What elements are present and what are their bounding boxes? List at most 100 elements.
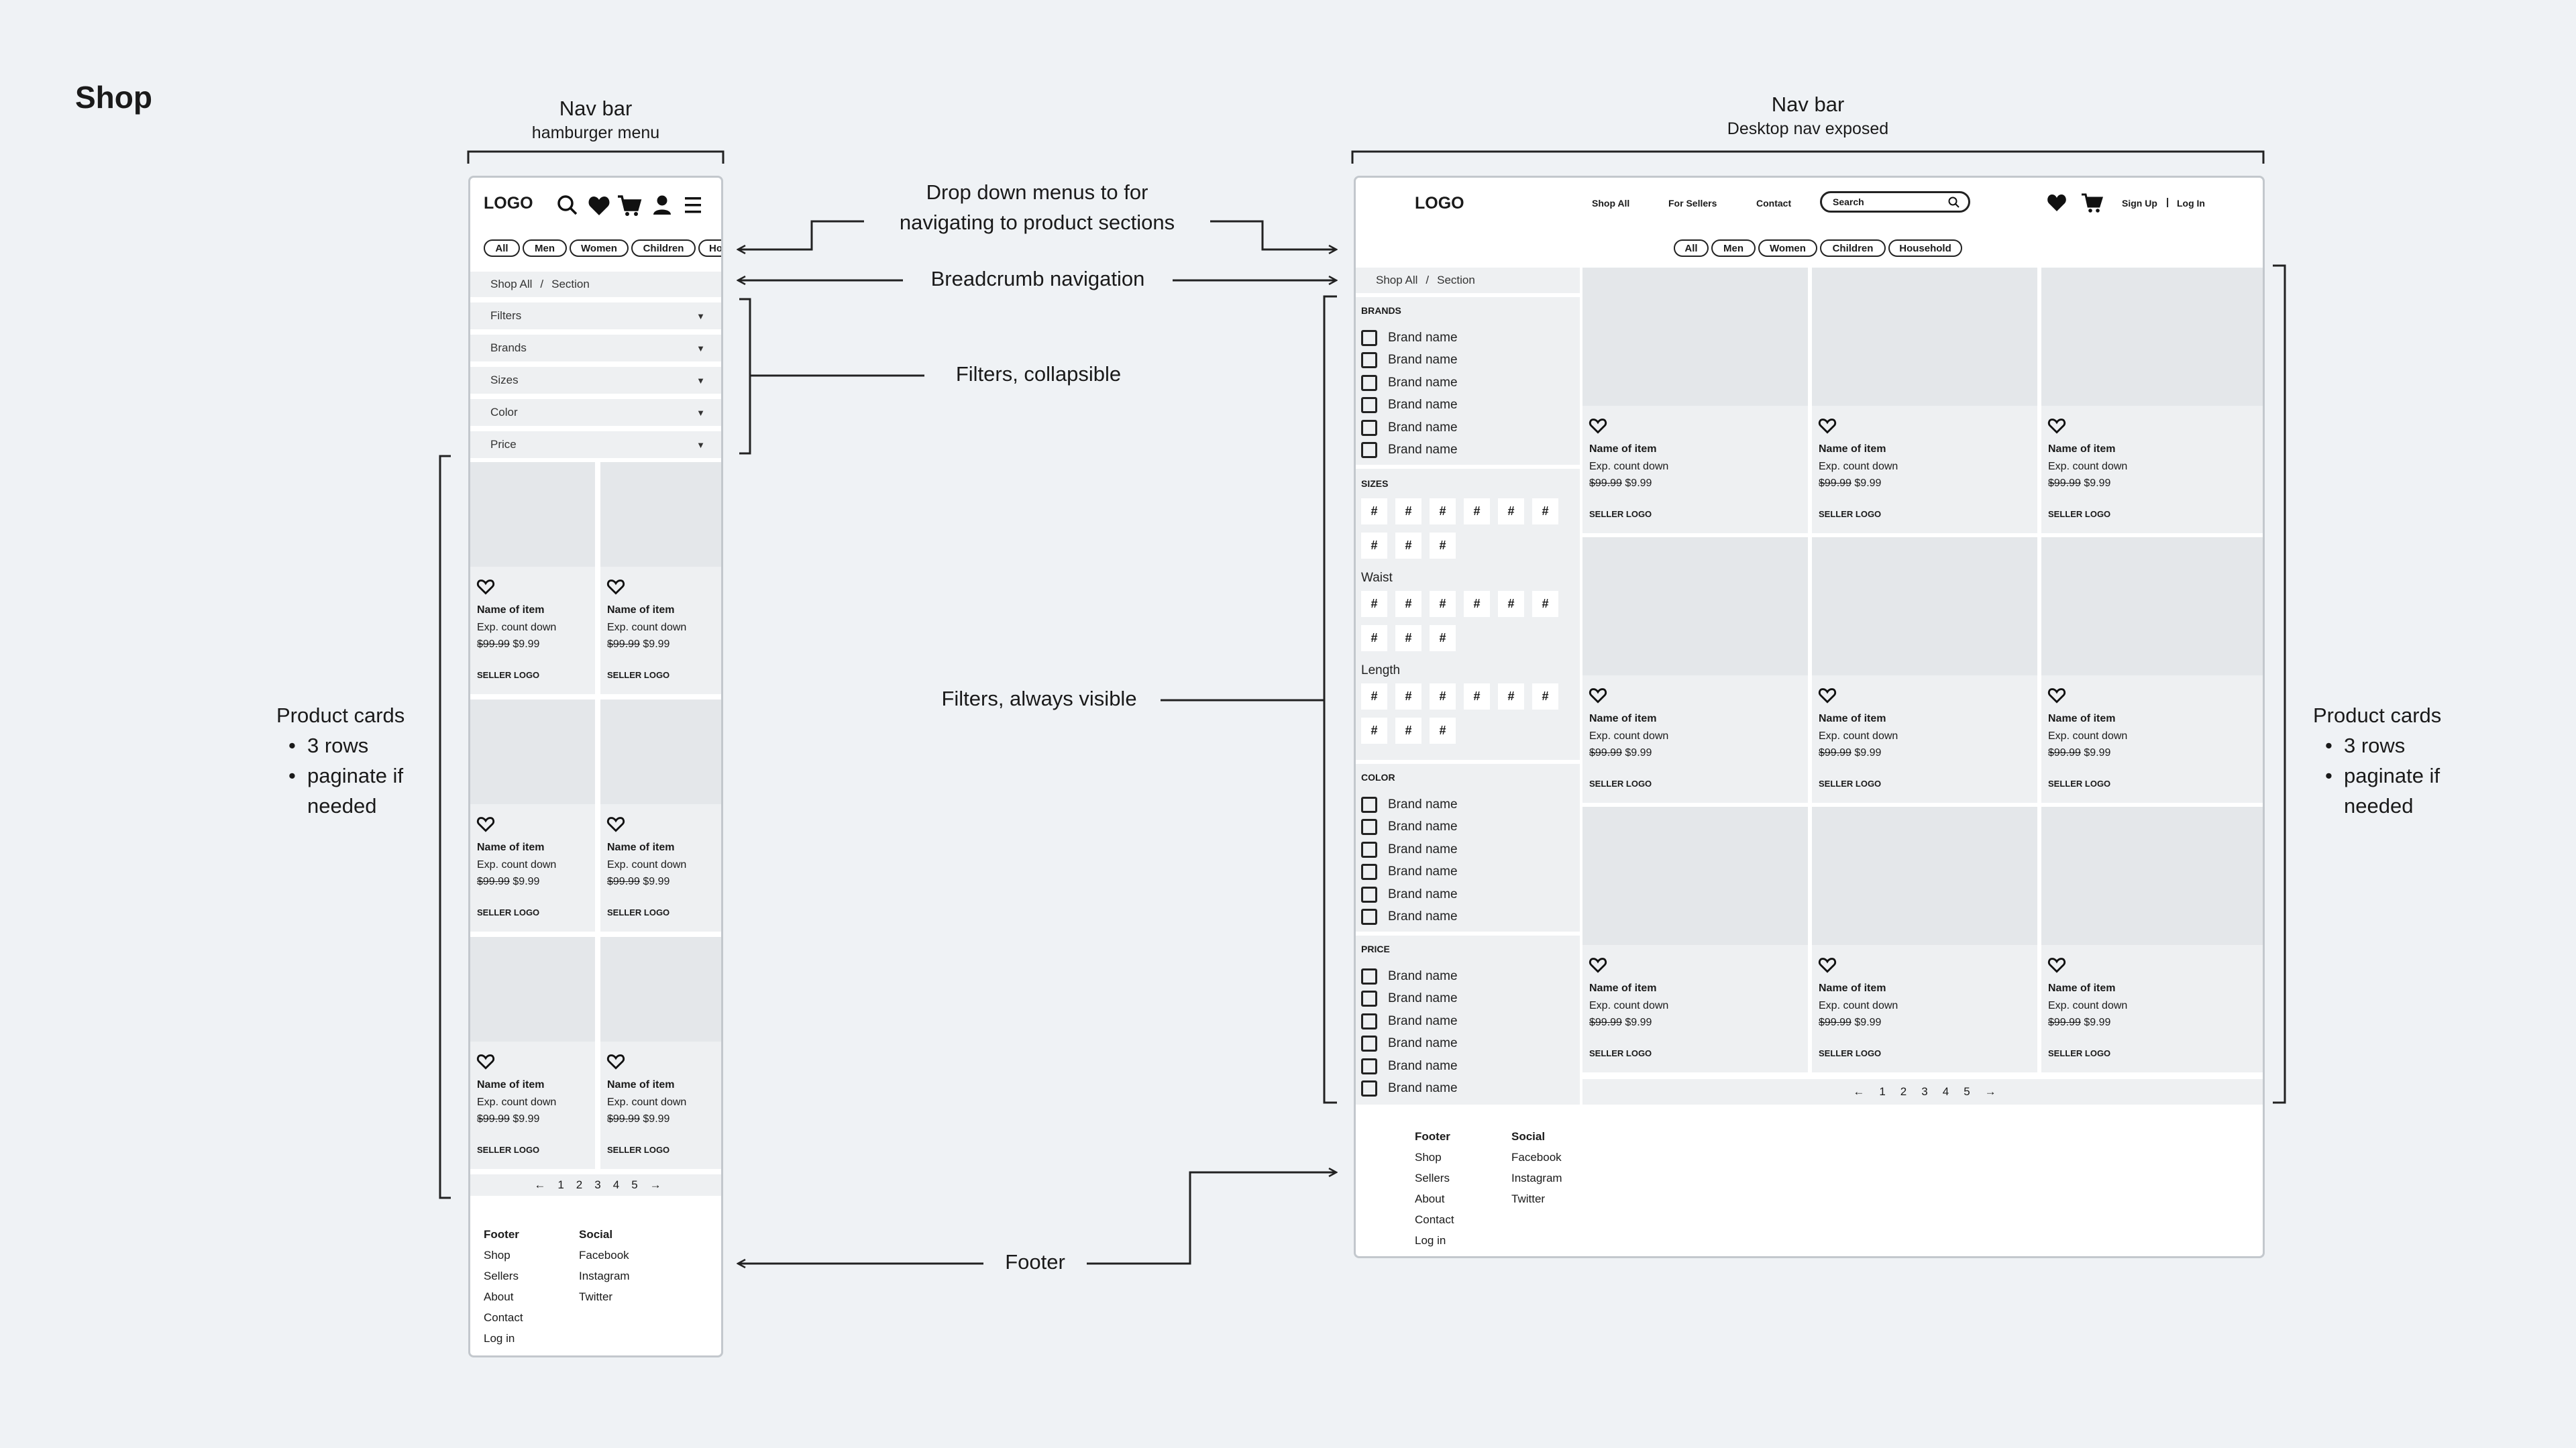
pagination-page-2[interactable]: 2 — [1900, 1085, 1907, 1098]
filter-checkbox-row[interactable]: Brand name — [1361, 988, 1458, 1011]
cart-icon[interactable] — [618, 195, 642, 216]
nav-link-shop-all[interactable]: Shop All — [1592, 198, 1630, 209]
checkbox[interactable] — [1361, 864, 1377, 881]
checkbox[interactable] — [1361, 886, 1377, 903]
filter-checkbox-row[interactable]: Brand name — [1361, 394, 1458, 417]
footer-link-about[interactable]: About — [1415, 1192, 1445, 1205]
category-pill-household[interactable]: Ho — [698, 239, 721, 257]
size-option-button[interactable]: # — [1532, 498, 1558, 524]
wishlist-heart-icon[interactable] — [1817, 685, 1837, 708]
size-option-button[interactable]: # — [1430, 533, 1456, 559]
size-option-button[interactable]: # — [1498, 591, 1524, 617]
filter-checkbox-row[interactable]: Brand name — [1361, 1078, 1458, 1101]
size-option-button[interactable]: # — [1361, 498, 1387, 524]
nav-link-contact[interactable]: Contact — [1756, 198, 1792, 209]
filter-checkbox-row[interactable]: Brand name — [1361, 793, 1458, 816]
category-pill-men[interactable]: Men — [523, 239, 567, 257]
filter-checkbox-row[interactable]: Brand name — [1361, 416, 1458, 439]
social-link-facebook[interactable]: Facebook — [579, 1249, 629, 1262]
search-icon[interactable] — [1948, 197, 1960, 209]
size-option-button[interactable]: # — [1532, 591, 1558, 617]
desktop-logo[interactable]: LOGO — [1415, 194, 1464, 213]
pagination-next-icon[interactable]: → — [1984, 1085, 1996, 1098]
checkbox[interactable] — [1361, 442, 1377, 459]
footer-link-login[interactable]: Log in — [1415, 1234, 1446, 1247]
wishlist-heart-icon[interactable] — [606, 1051, 626, 1074]
size-option-button[interactable]: # — [1464, 591, 1490, 617]
wishlist-heart-icon[interactable] — [2047, 415, 2067, 439]
pagination-page-1[interactable]: 1 — [1879, 1085, 1886, 1098]
wishlist-heart-icon[interactable] — [476, 1051, 496, 1074]
pagination-next-icon[interactable]: → — [649, 1178, 661, 1191]
footer-link-sellers[interactable]: Sellers — [1415, 1172, 1450, 1184]
size-option-button[interactable]: # — [1430, 718, 1456, 744]
wishlist-heart-icon[interactable] — [1588, 954, 1608, 978]
checkbox[interactable] — [1361, 1036, 1377, 1052]
category-pill-men[interactable]: Men — [1711, 239, 1756, 257]
pagination-prev-icon[interactable]: ← — [534, 1178, 546, 1191]
wishlist-heart-icon[interactable] — [476, 814, 496, 837]
pagination-page-3[interactable]: 3 — [1921, 1085, 1928, 1098]
checkbox[interactable] — [1361, 796, 1377, 813]
social-link-twitter[interactable]: Twitter — [1511, 1192, 1546, 1205]
cart-icon[interactable] — [2082, 193, 2104, 213]
checkbox[interactable] — [1361, 991, 1377, 1007]
filter-checkbox-row[interactable]: Brand name — [1361, 861, 1458, 884]
size-option-button[interactable]: # — [1395, 625, 1421, 651]
pagination-prev-icon[interactable]: ← — [1853, 1085, 1865, 1098]
checkbox[interactable] — [1361, 374, 1377, 391]
checkbox[interactable] — [1361, 419, 1377, 436]
breadcrumb-section[interactable]: Section — [1437, 274, 1475, 286]
checkbox[interactable] — [1361, 1080, 1377, 1097]
footer-link-shop[interactable]: Shop — [484, 1249, 511, 1262]
size-option-button[interactable]: # — [1361, 625, 1387, 651]
hamburger-icon[interactable] — [685, 197, 701, 213]
size-option-button[interactable]: # — [1395, 591, 1421, 617]
checkbox[interactable] — [1361, 352, 1377, 369]
user-icon[interactable] — [653, 195, 671, 215]
filter-select-brands[interactable]: Brands▼ — [470, 335, 721, 361]
search-icon[interactable] — [557, 195, 578, 215]
filter-checkbox-row[interactable]: Brand name — [1361, 965, 1458, 988]
breadcrumb-shop-all[interactable]: Shop All — [490, 278, 533, 290]
size-option-button[interactable]: # — [1395, 718, 1421, 744]
size-option-button[interactable]: # — [1361, 591, 1387, 617]
wishlist-heart-icon[interactable] — [2047, 685, 2067, 708]
heart-icon[interactable] — [588, 197, 610, 215]
wishlist-heart-icon[interactable] — [476, 576, 496, 600]
category-pill-children[interactable]: Children — [631, 239, 696, 257]
size-option-button[interactable]: # — [1395, 683, 1421, 710]
filter-checkbox-row[interactable]: Brand name — [1361, 906, 1458, 929]
size-option-button[interactable]: # — [1361, 533, 1387, 559]
footer-link-contact[interactable]: Contact — [1415, 1213, 1454, 1226]
size-option-button[interactable]: # — [1361, 683, 1387, 710]
wishlist-heart-icon[interactable] — [1817, 954, 1837, 978]
filter-checkbox-row[interactable]: Brand name — [1361, 883, 1458, 906]
checkbox[interactable] — [1361, 397, 1377, 414]
filter-checkbox-row[interactable]: Brand name — [1361, 1055, 1458, 1078]
size-option-button[interactable]: # — [1395, 498, 1421, 524]
filter-checkbox-row[interactable]: Brand name — [1361, 838, 1458, 861]
size-option-button[interactable]: # — [1464, 683, 1490, 710]
filter-checkbox-row[interactable]: Brand name — [1361, 372, 1458, 394]
category-pill-all[interactable]: All — [1674, 239, 1709, 257]
log-in-link[interactable]: Log In — [2177, 198, 2205, 209]
filter-checkbox-row[interactable]: Brand name — [1361, 816, 1458, 839]
wishlist-heart-icon[interactable] — [1588, 415, 1608, 439]
heart-icon[interactable] — [2047, 194, 2066, 211]
wishlist-heart-icon[interactable] — [1817, 415, 1837, 439]
wishlist-heart-icon[interactable] — [606, 576, 626, 600]
pagination-page-3[interactable]: 3 — [594, 1178, 601, 1191]
